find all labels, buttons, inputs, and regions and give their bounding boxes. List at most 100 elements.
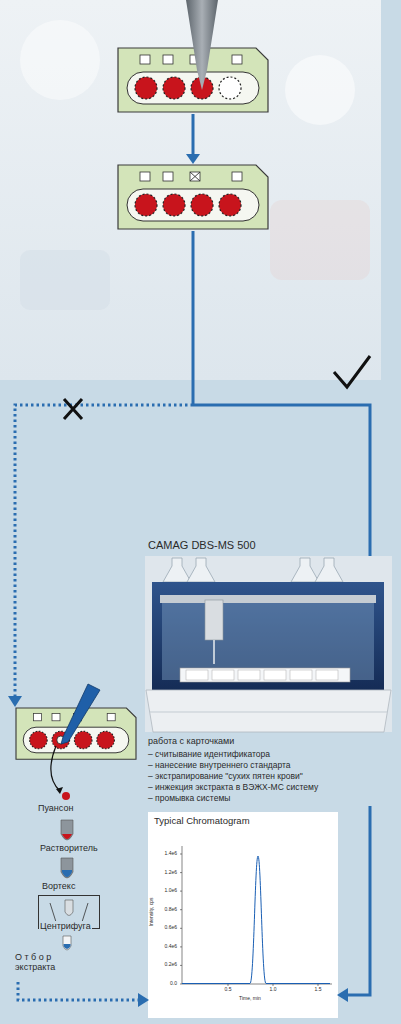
blood-spot [135,77,157,99]
rack-card [290,670,312,680]
card-square [34,714,42,721]
card-square [232,172,242,181]
photo-blur [20,20,100,100]
card-rack [180,668,350,682]
axis-tick: 0.4e6 [152,944,177,950]
axis-tick: 1.5 [306,987,330,993]
step-label: Пуансон [38,803,73,813]
blood-spot [135,194,157,216]
step-label: Растворитель [40,843,98,853]
axis-tick: 0.6e6 [152,925,177,931]
extract-step: О т б о р экстракта [12,934,97,982]
solvent-bottle [187,558,215,582]
card-square [140,55,150,64]
axis-tick: 1.2e6 [152,870,177,876]
check-mark [334,356,370,387]
card-window [23,727,129,753]
manual-flow-connector [18,982,141,1000]
instrument-node: CAMAG DBS-MS 500 работа с карточками – счи… [140,535,395,806]
axis-tick: 1.0 [261,987,285,993]
rack-card [264,670,286,680]
blood-spot [191,194,213,216]
blood-spot [219,194,241,216]
tube-liquid [62,834,72,839]
chart-title: Typical Chromatogram [154,816,250,827]
solvent-bottle [163,558,191,582]
card-square [232,55,242,64]
tube-icon [63,936,71,950]
step-label: О т б о р экстракта [15,952,77,973]
solvent-bottle [315,558,343,582]
sample-card [118,48,268,112]
photo-blur [270,200,370,280]
tube-icon [61,820,73,840]
blood-spot [30,731,48,749]
arrow-head [8,696,22,707]
punched-disc [62,792,70,800]
flow-arrow [192,114,195,155]
axis-tick: 0.8e6 [152,907,177,913]
gantry-beam [160,595,376,603]
bullet-item: – экстрапирование "сухих пятен крови" [148,772,303,782]
axis-ticks [180,854,318,986]
tube-icon [61,858,73,878]
y-axis [182,846,183,984]
photo-blur [20,250,110,310]
tube-liquid [64,944,71,949]
photo-backdrop [145,556,392,732]
blood-spot [74,731,92,749]
step-label: Вортекс [42,881,75,891]
punch-arrow [51,746,60,791]
card-square [140,172,150,181]
card-window [127,189,259,221]
chromatogram-peak [182,856,330,984]
chart-background [148,812,338,1018]
card-window [127,72,259,104]
pipette-tip [186,0,218,90]
blood-spot [97,731,115,749]
axis-title: Time, min [230,996,270,1002]
bullet-item: – считывание идентификатора [148,750,270,760]
instrument-subtitle: работа с карточками [148,736,234,746]
card-square [107,714,115,721]
step-label: Центрифуга [39,921,92,931]
centrifuge-box: Центрифуга [38,895,100,929]
card-square [52,714,60,721]
bullet-item: – инжекция экстракта в ВЭЖХ-МС систему [148,783,318,793]
chromatogram-panel: Typical Chromatogram1.4e61.2e61.0e60.8e6… [148,812,338,1018]
axis-tick: 0.5 [216,987,240,993]
solvent-bottle [291,558,319,582]
arrow-head [186,154,200,164]
rack-card [186,670,208,680]
card-body [118,165,268,229]
axis-title: Intensity, cps [149,892,155,932]
axis-tick: 1.4e6 [152,851,177,857]
robot-head [205,600,223,640]
blood-spot [163,77,185,99]
base-stripe [150,712,387,713]
photo-blur [285,55,355,125]
axis-tick: 0.0 [152,981,177,987]
card-square [163,172,173,181]
instrument-base [146,690,391,732]
bullet-item: – нанесение внутреннего стандарта [148,761,291,771]
tube-icon [65,900,73,916]
photo-background [0,0,381,380]
square-cross [190,172,200,181]
card-body [118,48,268,112]
empty-spot [219,77,241,99]
rack-card [316,670,338,680]
sample-card [118,165,268,229]
tube-liquid [62,870,72,877]
vortex-step: Вортекс [36,857,120,893]
arrow-head [56,787,63,794]
card-square [190,172,200,181]
solvent-step: Растворитель [36,818,120,855]
cross-mark [64,399,82,419]
instrument-title: CAMAG DBS-MS 500 [148,539,256,552]
auto-flow-connector [345,806,370,995]
punch-tool [61,684,100,744]
